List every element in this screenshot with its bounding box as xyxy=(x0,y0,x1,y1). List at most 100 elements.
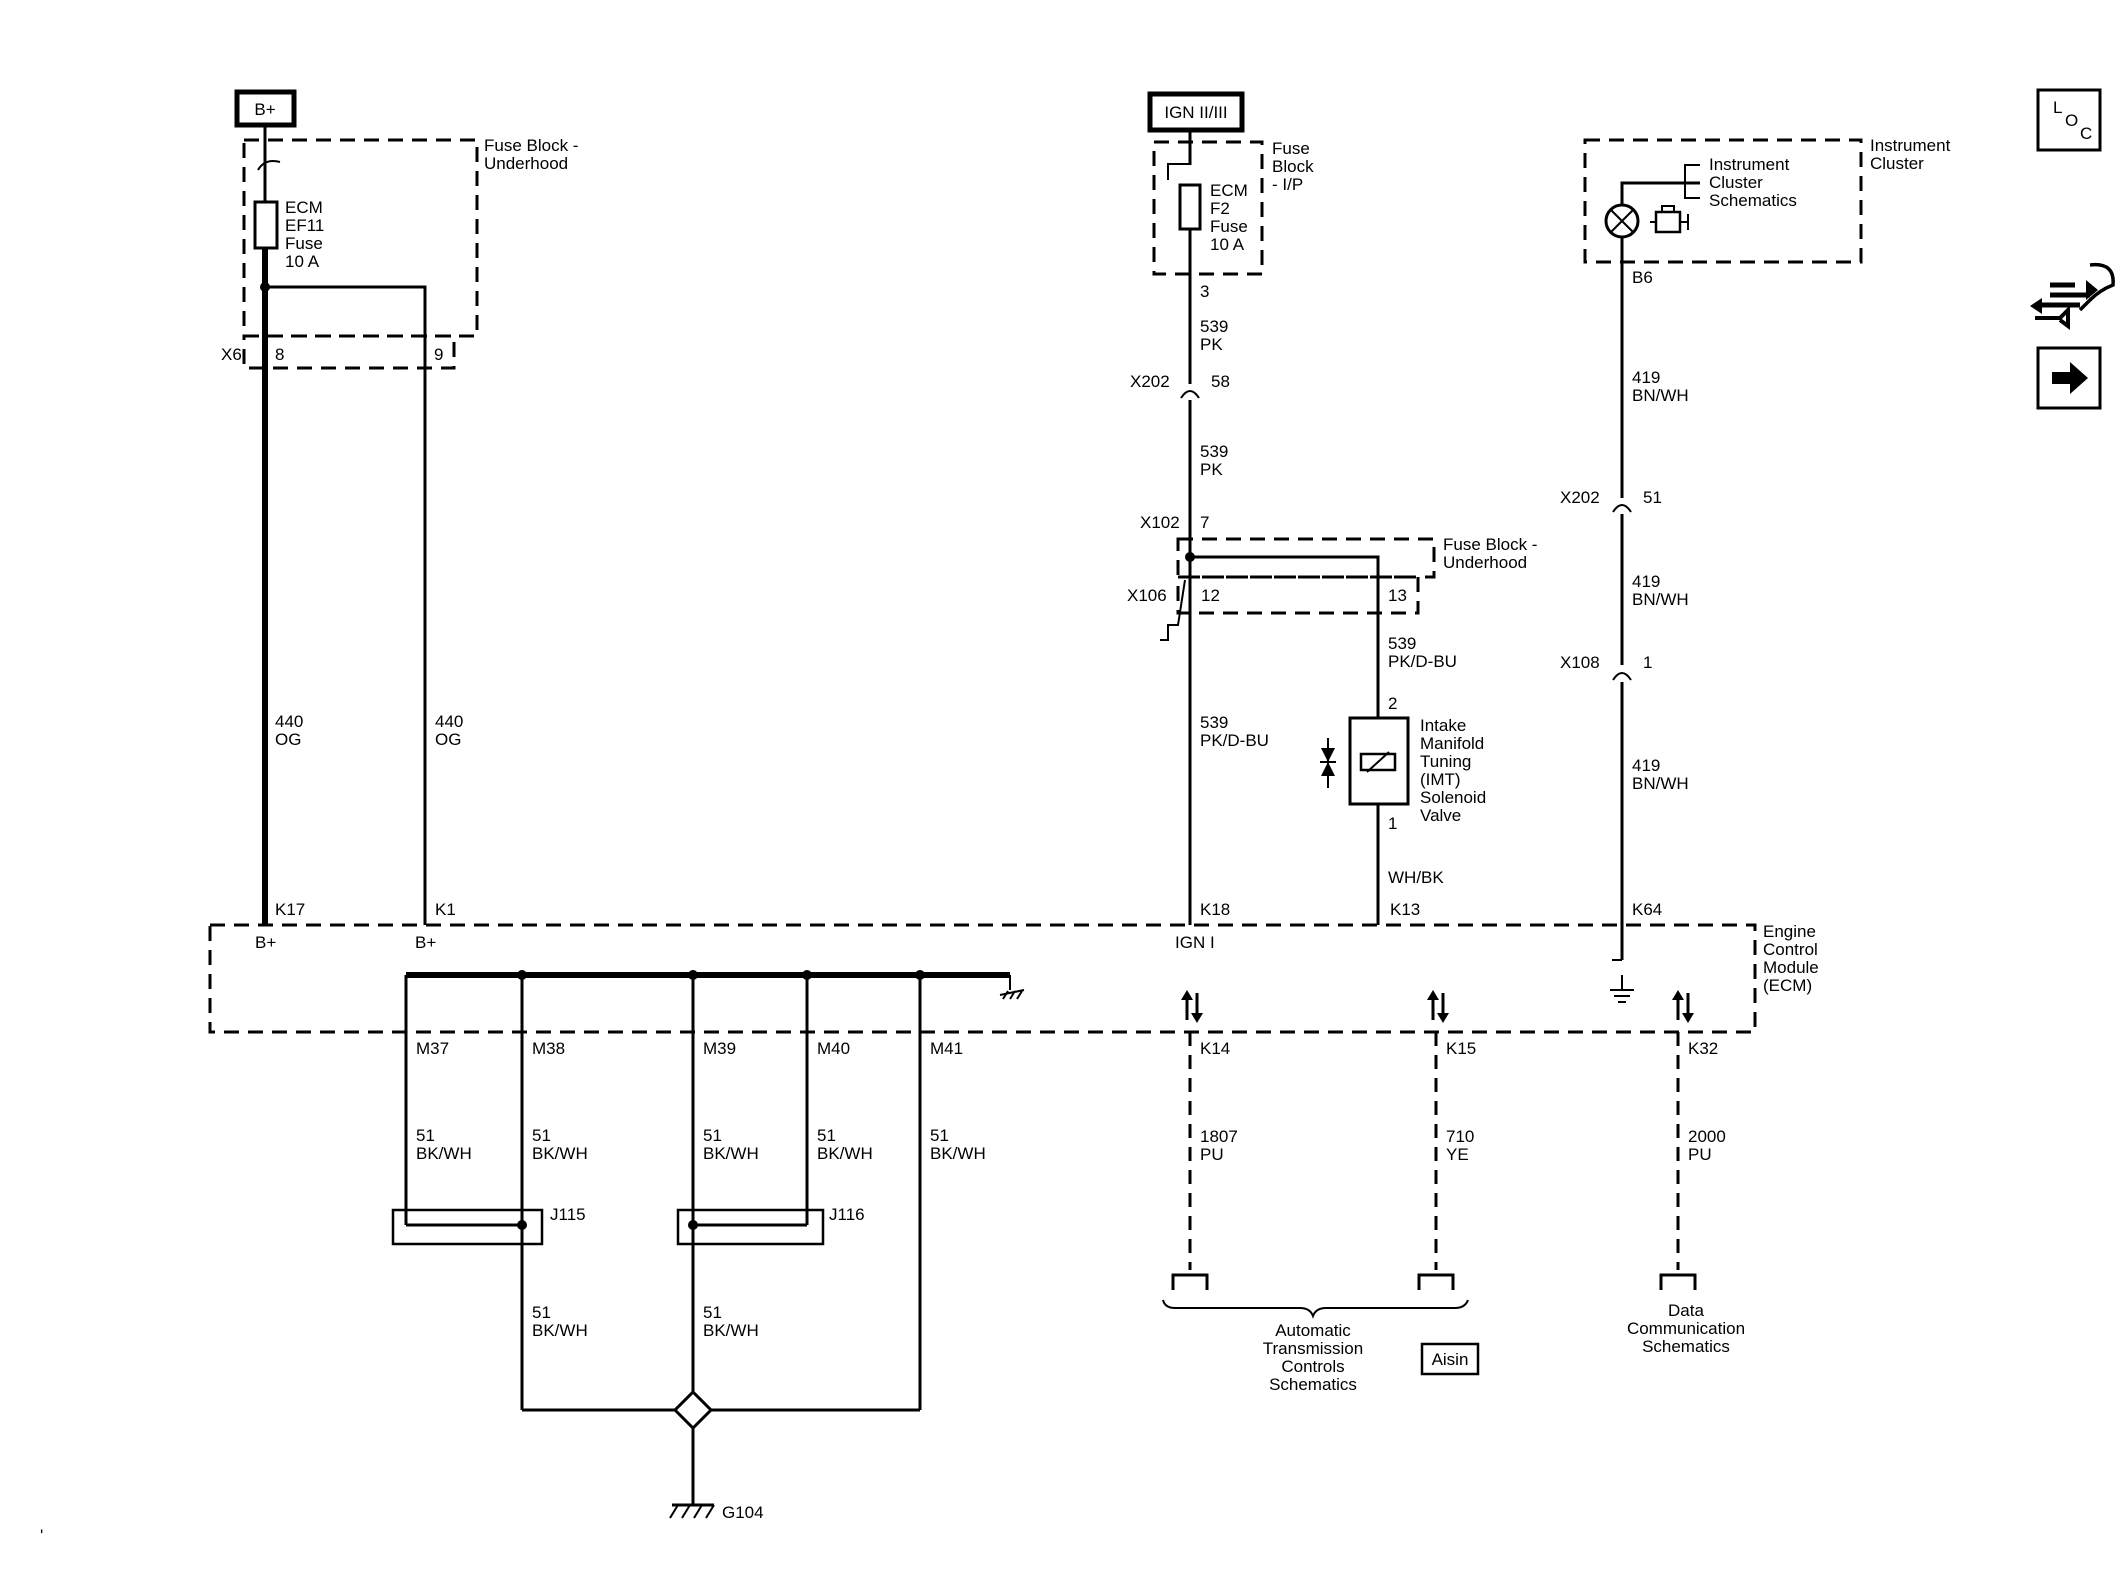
svg-text:L: L xyxy=(2053,98,2062,117)
bplus-source-box: B+ xyxy=(234,89,297,128)
svg-text:51: 51 xyxy=(703,1126,722,1145)
ecm-chassis-ground-icon xyxy=(999,975,1025,1000)
svg-text:Schematics: Schematics xyxy=(1269,1375,1357,1394)
svg-text:BK/WH: BK/WH xyxy=(532,1144,588,1163)
x202-label-a: X202 xyxy=(1130,372,1170,391)
wire-419-color-b: BN/WH xyxy=(1632,590,1689,609)
fuse-block-underhood-label-2: Underhood xyxy=(484,154,568,173)
svg-text:Module: Module xyxy=(1763,958,1819,977)
wire-539-color-a: PK xyxy=(1200,335,1223,354)
wire-419-color-a: BN/WH xyxy=(1632,386,1689,405)
solenoid-valve-symbol-icon xyxy=(1320,738,1336,788)
svg-text:Data: Data xyxy=(1668,1301,1704,1320)
x202-label-b: X202 xyxy=(1560,488,1600,507)
svg-text:Cluster: Cluster xyxy=(1709,173,1763,192)
svg-text:BK/WH: BK/WH xyxy=(532,1321,588,1340)
svg-text:Schematics: Schematics xyxy=(1709,191,1797,210)
check-engine-icon xyxy=(1650,205,1689,234)
svg-text:EF11: EF11 xyxy=(285,216,324,235)
ground-wire-labels: 51 BK/WH 51 BK/WH 51 BK/WH 51 BK/WH 51 B… xyxy=(416,1126,986,1340)
svg-text:10 A: 10 A xyxy=(1210,235,1245,254)
svg-text:BK/WH: BK/WH xyxy=(930,1144,986,1163)
ground-g104-icon xyxy=(669,1503,715,1519)
fuse-block-underhood-right: Fuse Block - Underhood X106 12 13 xyxy=(1127,535,1537,615)
svg-text:Block: Block xyxy=(1272,157,1314,176)
ecm-ef11-fuse-text: ECM EF11 Fuse 10 A xyxy=(285,198,324,271)
ecm-inner-labels: B+ B+ IGN I xyxy=(255,933,1215,952)
pin-k13: K13 xyxy=(1390,900,1420,919)
pin-m40: M40 xyxy=(817,1039,850,1058)
trans-schematics-ref: Automatic Transmission Controls Schemati… xyxy=(1263,1321,1363,1394)
svg-text:PU: PU xyxy=(1200,1145,1224,1164)
wire-419-number-c: 419 xyxy=(1632,756,1660,775)
bplus-label: B+ xyxy=(254,100,275,119)
svg-text:Communication: Communication xyxy=(1627,1319,1745,1338)
serial-data-wires: 1807 PU 710 YE 2000 PU xyxy=(1188,1032,1726,1270)
svg-text:2000: 2000 xyxy=(1688,1127,1726,1146)
fuse-pickup-symbol xyxy=(257,160,281,171)
x6-pin-9: 9 xyxy=(434,345,443,364)
next-page-arrow-icon[interactable] xyxy=(2036,346,2102,410)
splice-j115: J115 xyxy=(391,1205,586,1246)
svg-text:(IMT): (IMT) xyxy=(1420,770,1461,789)
svg-text:Manifold: Manifold xyxy=(1420,734,1484,753)
svg-text:ECM: ECM xyxy=(1210,181,1248,200)
svg-text:BK/WH: BK/WH xyxy=(416,1144,472,1163)
svg-text:Underhood: Underhood xyxy=(1443,553,1527,572)
fuse-pickup-symbol-ip xyxy=(1167,163,1190,180)
svg-text:- I/P: - I/P xyxy=(1272,175,1303,194)
component-view-icon[interactable] xyxy=(2030,262,2115,330)
svg-text:F2: F2 xyxy=(1210,199,1230,218)
pin-k14: K14 xyxy=(1200,1039,1230,1058)
svg-text:51: 51 xyxy=(703,1303,722,1322)
svg-text:Cluster: Cluster xyxy=(1870,154,1924,173)
splice-j116: J116 xyxy=(676,1205,865,1246)
wire-whbk-label: WH/BK xyxy=(1388,868,1444,887)
data-comm-schematics-ref: Data Communication Schematics xyxy=(1627,1301,1745,1356)
x108-label: X108 xyxy=(1560,653,1600,672)
instrument-cluster-box: Instrument Cluster Instrument Cluster Sc… xyxy=(1583,136,1951,264)
svg-text:Instrument: Instrument xyxy=(1709,155,1790,174)
x6-connector-label: X6 xyxy=(221,345,242,364)
svg-text:710: 710 xyxy=(1446,1127,1474,1146)
svg-text:O: O xyxy=(2065,111,2078,130)
x106-pin-13: 13 xyxy=(1388,586,1407,605)
svg-text:PU: PU xyxy=(1688,1145,1712,1164)
svg-text:Controls: Controls xyxy=(1281,1357,1344,1376)
j116-label: J116 xyxy=(829,1205,865,1224)
x6-pin-8: 8 xyxy=(275,345,284,364)
ground-g104-label: G104 xyxy=(722,1503,764,1522)
pin-m41: M41 xyxy=(930,1039,963,1058)
fuse-block-underhood-left: Fuse Block - Underhood X6 8 9 xyxy=(221,136,578,370)
ign-source-box: IGN II/III xyxy=(1147,91,1245,133)
wire-440-number-b: 440 xyxy=(435,712,463,731)
x202-pin-51: 51 xyxy=(1643,488,1662,507)
serial-data-arrows-icon xyxy=(1181,990,1694,1023)
fuse-symbol-x106 xyxy=(1160,579,1186,641)
wire-539-color-c: PK/D-BU xyxy=(1200,731,1269,750)
svg-text:ECM: ECM xyxy=(285,198,323,217)
aisin-badge: Aisin xyxy=(1420,1342,1480,1376)
wire-419-number-b: 419 xyxy=(1632,572,1660,591)
wire-440-number-a: 440 xyxy=(275,712,303,731)
svg-text:Valve: Valve xyxy=(1420,806,1461,825)
solenoid-pin-2: 2 xyxy=(1388,694,1397,713)
svg-text:Transmission: Transmission xyxy=(1263,1339,1363,1358)
svg-text:Instrument: Instrument xyxy=(1870,136,1951,155)
svg-text:Automatic: Automatic xyxy=(1275,1321,1351,1340)
location-icon[interactable]: L O C xyxy=(2036,88,2102,152)
wire-539-number-b: 539 xyxy=(1200,442,1228,461)
pin-k15: K15 xyxy=(1446,1039,1476,1058)
corner-mark: ' xyxy=(40,1526,43,1545)
svg-text:BK/WH: BK/WH xyxy=(703,1144,759,1163)
malfunction-indicator-lamp-icon xyxy=(1604,203,1640,239)
svg-text:Fuse: Fuse xyxy=(1272,139,1310,158)
ground-splice-diamond-icon xyxy=(672,1389,714,1431)
wire-539-number-d: 539 xyxy=(1388,634,1416,653)
x102-label: X102 xyxy=(1140,513,1180,532)
ecm-f2-fuse-text: ECM F2 Fuse 10 A xyxy=(1210,181,1248,254)
wire-539-color-b: PK xyxy=(1200,460,1223,479)
wire-440-color-a: OG xyxy=(275,730,301,749)
ecm-internal-ground-icon xyxy=(1610,925,1634,1003)
